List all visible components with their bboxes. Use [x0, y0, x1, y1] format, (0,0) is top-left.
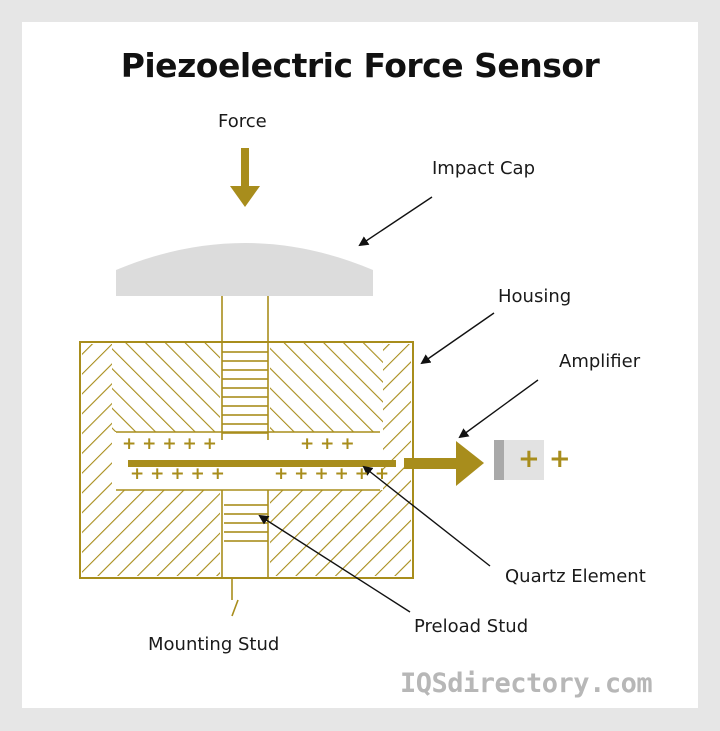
- preload-lower-stack: [224, 498, 268, 548]
- force-label: Force: [218, 111, 267, 132]
- amplifier-label: Amplifier: [559, 351, 641, 372]
- housing-pointer: [420, 312, 495, 365]
- housing-left-wall: [82, 344, 112, 576]
- amplifier-block: [494, 440, 544, 480]
- preload-upper-stack: [222, 344, 268, 440]
- impact-cap-label: Impact Cap: [432, 158, 535, 179]
- housing-upper-left: [112, 342, 220, 432]
- preload-pointer: [258, 514, 411, 613]
- housing-lower-right: [270, 490, 383, 576]
- quartz-element: [128, 460, 396, 467]
- amplifier-pointer: [458, 379, 539, 439]
- charges-lower-right: + + + + + +: [274, 464, 390, 484]
- charges-lower-left: + + + + +: [130, 464, 225, 484]
- impact-cap-pointer: [358, 196, 433, 247]
- cap-post: [221, 296, 269, 342]
- force-arrow: [230, 148, 260, 207]
- mounting-stud-label: Mounting Stud: [148, 634, 280, 655]
- housing-upper-right: [270, 342, 383, 432]
- charges-upper-left: + + + + +: [122, 434, 217, 454]
- quartz-pointer: [362, 465, 491, 567]
- preload-stud-label: Preload Stud: [414, 616, 529, 637]
- housing-lower-left: [112, 490, 220, 576]
- output-arrow: [404, 441, 484, 486]
- charges-upper-right: + + +: [300, 434, 355, 454]
- watermark-logo: IQSdirectory.com: [400, 668, 653, 699]
- amplifier-charges: + +: [518, 444, 571, 474]
- housing-label: Housing: [498, 286, 572, 307]
- impact-cap: [116, 243, 373, 296]
- quartz-element-label: Quartz Element: [505, 566, 646, 587]
- page-title: Piezoelectric Force Sensor: [120, 46, 600, 85]
